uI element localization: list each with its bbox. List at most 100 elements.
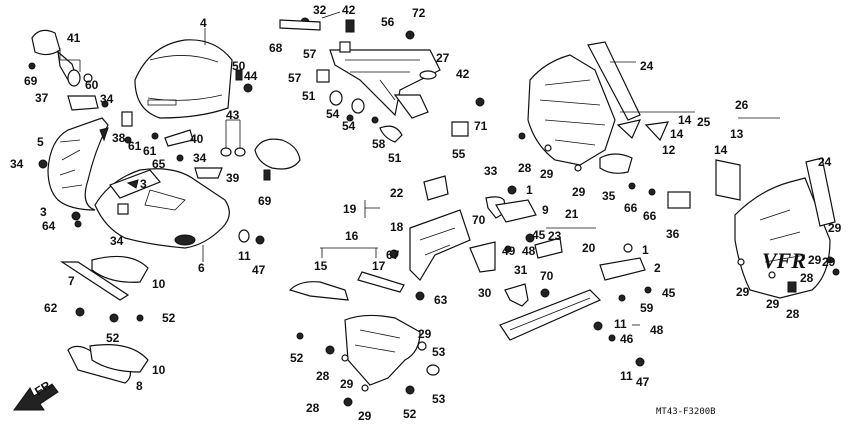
label-14-b: 14 xyxy=(670,127,684,141)
label-46: 46 xyxy=(620,332,634,346)
label-29-f: 29 xyxy=(736,285,750,299)
label-60: 60 xyxy=(85,78,99,92)
label-37: 37 xyxy=(35,91,49,105)
upper-cowl-left xyxy=(47,117,109,211)
label-55: 55 xyxy=(452,147,466,161)
label-34-c: 34 xyxy=(110,234,124,248)
bolts-center-left xyxy=(235,69,271,245)
svg-text:VFR: VFR xyxy=(762,248,806,273)
label-11-a: 11 xyxy=(238,249,251,263)
label-14-a: 14 xyxy=(678,113,692,127)
label-17: 17 xyxy=(372,259,386,273)
cowl-stay xyxy=(279,11,485,143)
label-21: 21 xyxy=(565,207,579,221)
label-34-b: 34 xyxy=(10,157,24,171)
label-61: 61 xyxy=(128,139,142,153)
label-28-a: 28 xyxy=(518,161,532,175)
drawing-code: MT43-F3200B xyxy=(656,407,716,417)
label-71: 71 xyxy=(474,119,488,133)
label-45-b: 45 xyxy=(662,286,676,300)
label-15: 15 xyxy=(314,259,328,273)
label-31: 31 xyxy=(514,263,528,277)
label-53-b: 53 xyxy=(432,392,446,406)
label-66-b: 66 xyxy=(643,209,657,223)
label-28-e: 28 xyxy=(306,401,320,415)
label-29-d: 29 xyxy=(808,253,822,267)
label-45-a: 45 xyxy=(532,228,546,242)
mirror-right xyxy=(220,119,301,170)
label-36: 36 xyxy=(666,227,680,241)
label-24-b: 24 xyxy=(818,155,832,169)
label-29-h: 29 xyxy=(340,377,354,391)
label-16: 16 xyxy=(345,229,359,243)
front-direction-arrow xyxy=(13,383,59,411)
label-61-b: 61 xyxy=(143,144,157,158)
label-33: 33 xyxy=(484,164,498,178)
inner-panel-right xyxy=(527,41,695,174)
label-67: 67 xyxy=(386,248,400,262)
label-19: 19 xyxy=(343,202,357,216)
label-51-a: 51 xyxy=(302,89,316,103)
label-4: 4 xyxy=(200,16,207,30)
label-11-b: 11 xyxy=(614,317,627,331)
label-28-d: 28 xyxy=(316,369,330,383)
label-54-a: 54 xyxy=(326,107,340,121)
label-29-i: 29 xyxy=(418,327,432,341)
mirror-left xyxy=(28,29,93,87)
label-12: 12 xyxy=(662,143,676,157)
label-20: 20 xyxy=(582,241,596,255)
label-53-a: 53 xyxy=(432,345,446,359)
label-59: 59 xyxy=(640,301,654,315)
label-51-b: 51 xyxy=(388,151,402,165)
label-63: 63 xyxy=(434,293,448,307)
label-11-c: 11 xyxy=(620,369,633,383)
lower-cowl-center xyxy=(288,175,471,407)
label-32: 32 xyxy=(313,3,327,17)
label-29-g: 29 xyxy=(766,297,780,311)
label-52-a: 52 xyxy=(162,311,176,325)
label-13: 13 xyxy=(730,127,744,141)
label-34-a: 34 xyxy=(100,92,114,106)
label-48-a: 48 xyxy=(522,244,536,258)
label-34-d: 34 xyxy=(193,151,207,165)
label-52-d: 52 xyxy=(403,407,417,421)
label-29-a: 29 xyxy=(540,167,554,181)
label-50: 50 xyxy=(232,59,246,73)
label-56: 56 xyxy=(381,15,395,29)
label-3-b: 3 xyxy=(140,177,147,191)
windscreen xyxy=(134,28,233,119)
label-47-b: 47 xyxy=(636,375,650,389)
label-42-a: 42 xyxy=(342,3,356,17)
side-cowl-right: VFR xyxy=(715,117,840,299)
label-22: 22 xyxy=(390,186,404,200)
label-8: 8 xyxy=(136,379,143,393)
label-10-b: 10 xyxy=(152,363,166,377)
label-54-b: 54 xyxy=(342,119,356,133)
label-1-a: 1 xyxy=(526,183,533,197)
label-58: 58 xyxy=(372,137,386,151)
label-38: 38 xyxy=(112,131,126,145)
label-26: 26 xyxy=(735,98,749,112)
brackets-left xyxy=(38,95,223,228)
label-64: 64 xyxy=(42,219,56,233)
label-62: 62 xyxy=(44,301,58,315)
label-29-e: 29 xyxy=(822,255,836,269)
label-1-b: 1 xyxy=(642,243,649,257)
label-52-b: 52 xyxy=(106,331,120,345)
label-23: 23 xyxy=(548,229,562,243)
label-6: 6 xyxy=(198,261,205,275)
label-68: 68 xyxy=(269,41,283,55)
label-52-c: 52 xyxy=(290,351,304,365)
label-48-b: 48 xyxy=(650,323,664,337)
middle-cowl-left xyxy=(94,168,230,262)
label-35: 35 xyxy=(602,189,616,203)
label-29-b: 29 xyxy=(572,185,586,199)
label-27: 27 xyxy=(436,51,450,65)
lower-panels-left xyxy=(59,255,149,384)
label-69-a: 69 xyxy=(24,74,38,88)
part-labels: 4 41 69 60 37 34 5 34 3 64 38 61 61 65 3… xyxy=(10,3,842,423)
label-9: 9 xyxy=(542,203,549,217)
label-2: 2 xyxy=(654,261,661,275)
